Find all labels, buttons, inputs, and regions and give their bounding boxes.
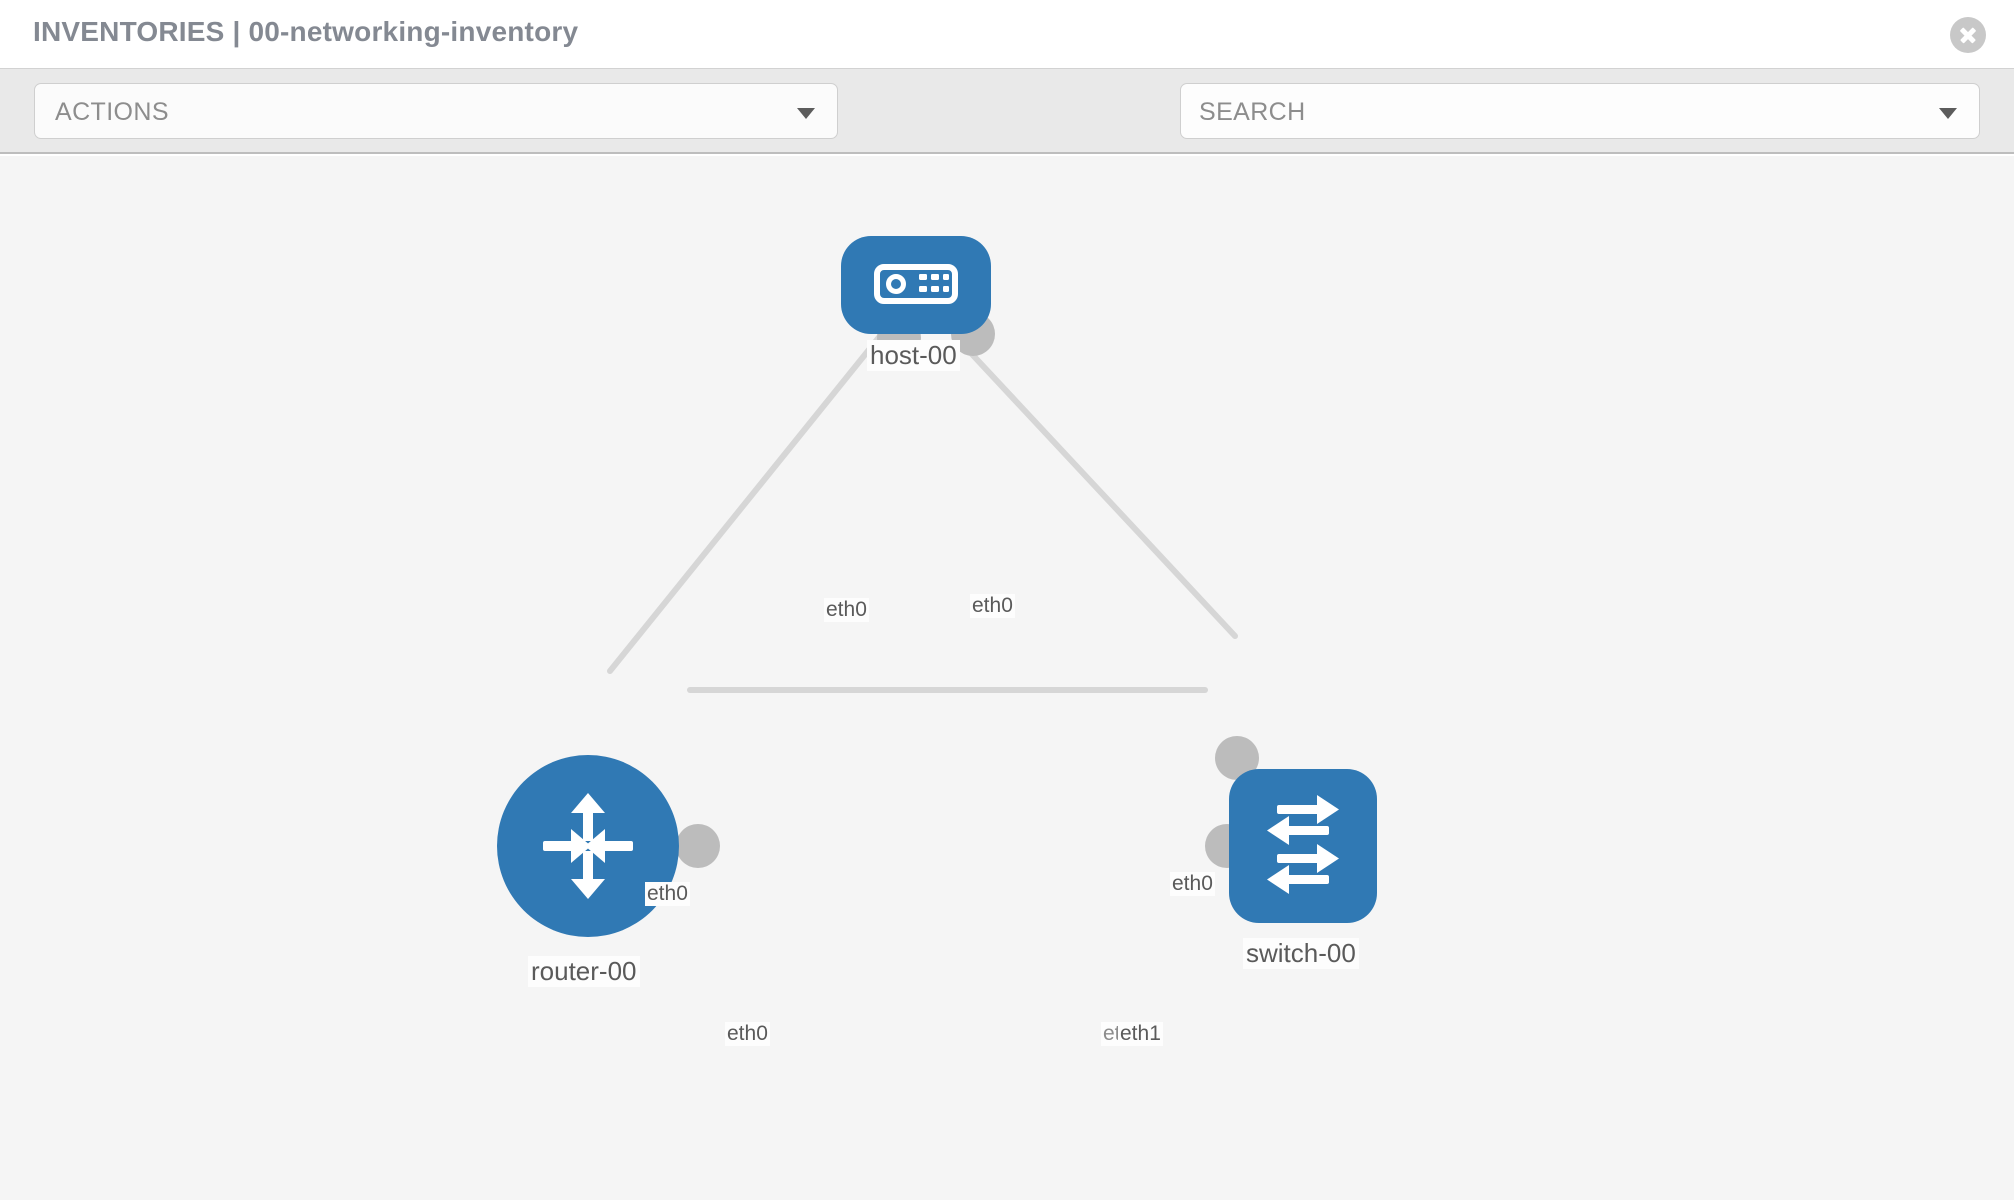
search-input[interactable]: SEARCH — [1180, 83, 1980, 139]
edge-label-host00-eth0-right: eth0 — [970, 594, 1015, 618]
edge-label-switch00-eth0-up: eth0 — [1170, 872, 1215, 896]
actions-dropdown-label: ACTIONS — [55, 98, 169, 126]
search-input-value: SEARCH — [1199, 98, 1306, 126]
actions-dropdown[interactable]: ACTIONS — [34, 83, 838, 139]
topology-canvas[interactable]: host-00 — [0, 156, 2014, 1200]
node-host-00-shape[interactable] — [841, 236, 991, 334]
node-router-00-shape[interactable] — [497, 755, 679, 937]
edge-label-host00-eth0-left: eth0 — [824, 598, 869, 622]
chevron-down-icon[interactable] — [1939, 108, 1957, 119]
edge-label-switch00-eth1-mid: eth1 — [1118, 1022, 1163, 1046]
switch-arrows-icon — [1267, 795, 1339, 894]
router-arrows-icon — [543, 793, 633, 899]
toolbar: ACTIONS SEARCH — [0, 68, 2014, 201]
node-switch-00-shape[interactable] — [1229, 769, 1377, 923]
edge-host00-router00 — [607, 333, 883, 674]
node-switch-00-label: switch-00 — [1243, 938, 1359, 969]
page-header: INVENTORIES | 00-networking-inventory — [0, 0, 2014, 68]
topology-edges — [607, 333, 1238, 693]
page-title: INVENTORIES | 00-networking-inventory — [33, 16, 579, 47]
edge-label-router00-eth0-up: eth0 — [645, 882, 690, 906]
close-icon[interactable] — [1950, 17, 1986, 53]
node-host-00-label: host-00 — [867, 340, 960, 371]
edge-label-router00-eth0-mid: eth0 — [725, 1022, 770, 1046]
port-router-00-eth0[interactable] — [676, 824, 720, 868]
edge-host00-switch00 — [952, 333, 1238, 639]
server-icon — [874, 264, 958, 304]
chevron-down-icon — [797, 108, 815, 119]
node-router-00-label: router-00 — [528, 956, 640, 987]
